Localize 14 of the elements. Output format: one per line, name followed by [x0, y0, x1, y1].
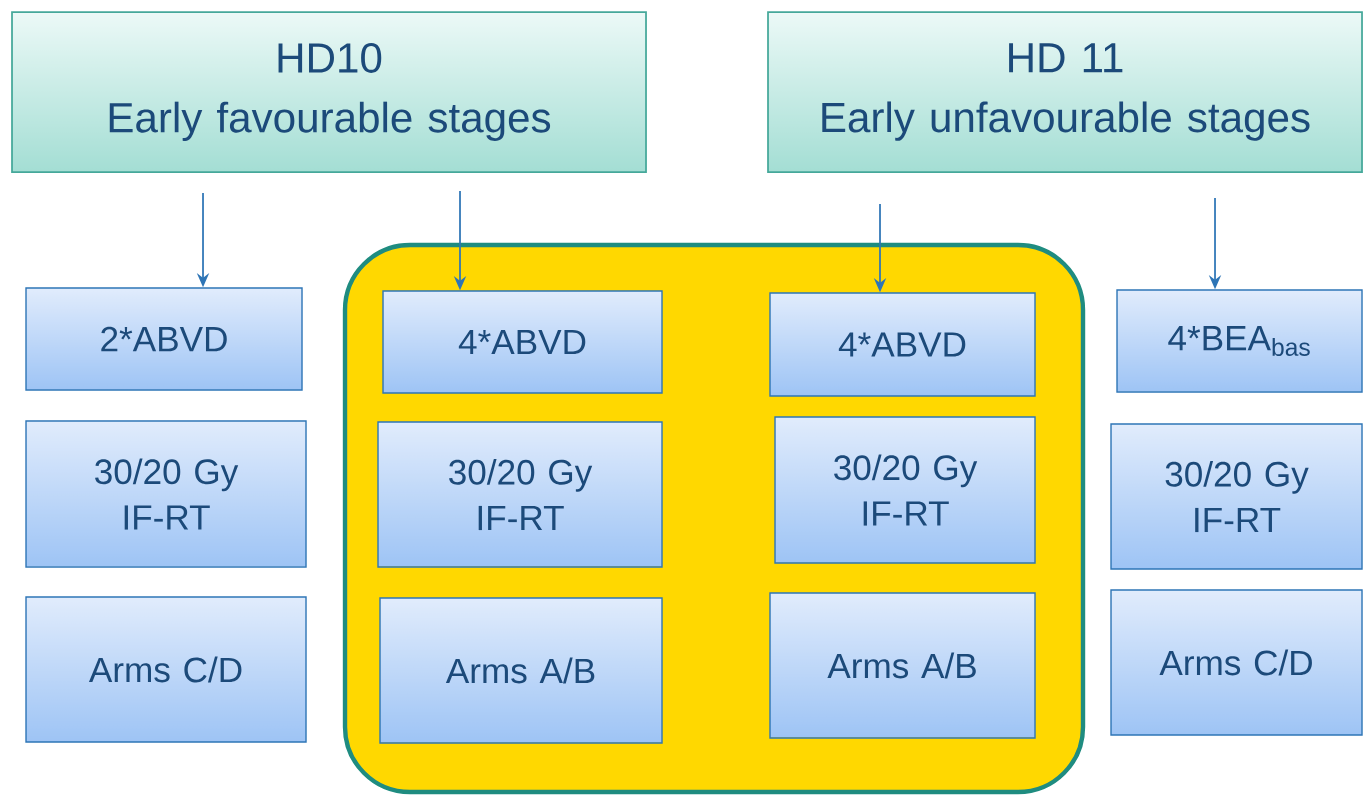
treatment-box: Arms A/B	[769, 592, 1036, 739]
treatment-box: 30/20 Gy IF-RT	[377, 421, 663, 568]
treatment-box: Arms C/D	[1110, 589, 1363, 736]
header-box: HD10 Early favourable stages	[11, 11, 647, 173]
treatment-box: 4*BEA$_{bas}$	[1116, 289, 1363, 393]
treatment-box: Arms A/B	[379, 597, 663, 744]
treatment-box: Arms C/D	[25, 596, 307, 743]
treatment-box: 30/20 Gy IF-RT	[25, 420, 307, 568]
treatment-box: 30/20 Gy IF-RT	[1110, 423, 1363, 570]
header-box: HD 11 Early unfavourable stages	[767, 11, 1363, 173]
treatment-box: 4*ABVD	[769, 292, 1036, 397]
treatment-box: 4*ABVD	[382, 290, 663, 394]
treatment-box: 30/20 Gy IF-RT	[774, 416, 1036, 564]
treatment-box: 2*ABVD	[25, 287, 303, 391]
